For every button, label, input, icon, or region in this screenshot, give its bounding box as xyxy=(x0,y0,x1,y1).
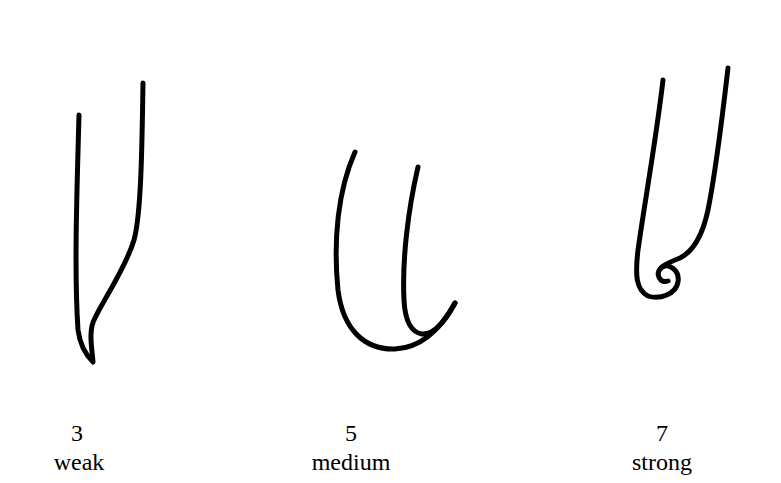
score-number: 5 xyxy=(345,419,357,447)
strength-label: strong xyxy=(632,448,692,476)
strong-hook xyxy=(637,80,679,297)
weak-hook xyxy=(76,83,143,362)
score-number: 3 xyxy=(71,419,83,447)
strong-hook xyxy=(661,68,728,268)
medium-hook xyxy=(404,167,455,334)
strength-label: weak xyxy=(54,448,105,476)
medium-hook xyxy=(336,152,455,349)
strength-label: medium xyxy=(312,448,391,476)
score-number: 7 xyxy=(656,419,668,447)
